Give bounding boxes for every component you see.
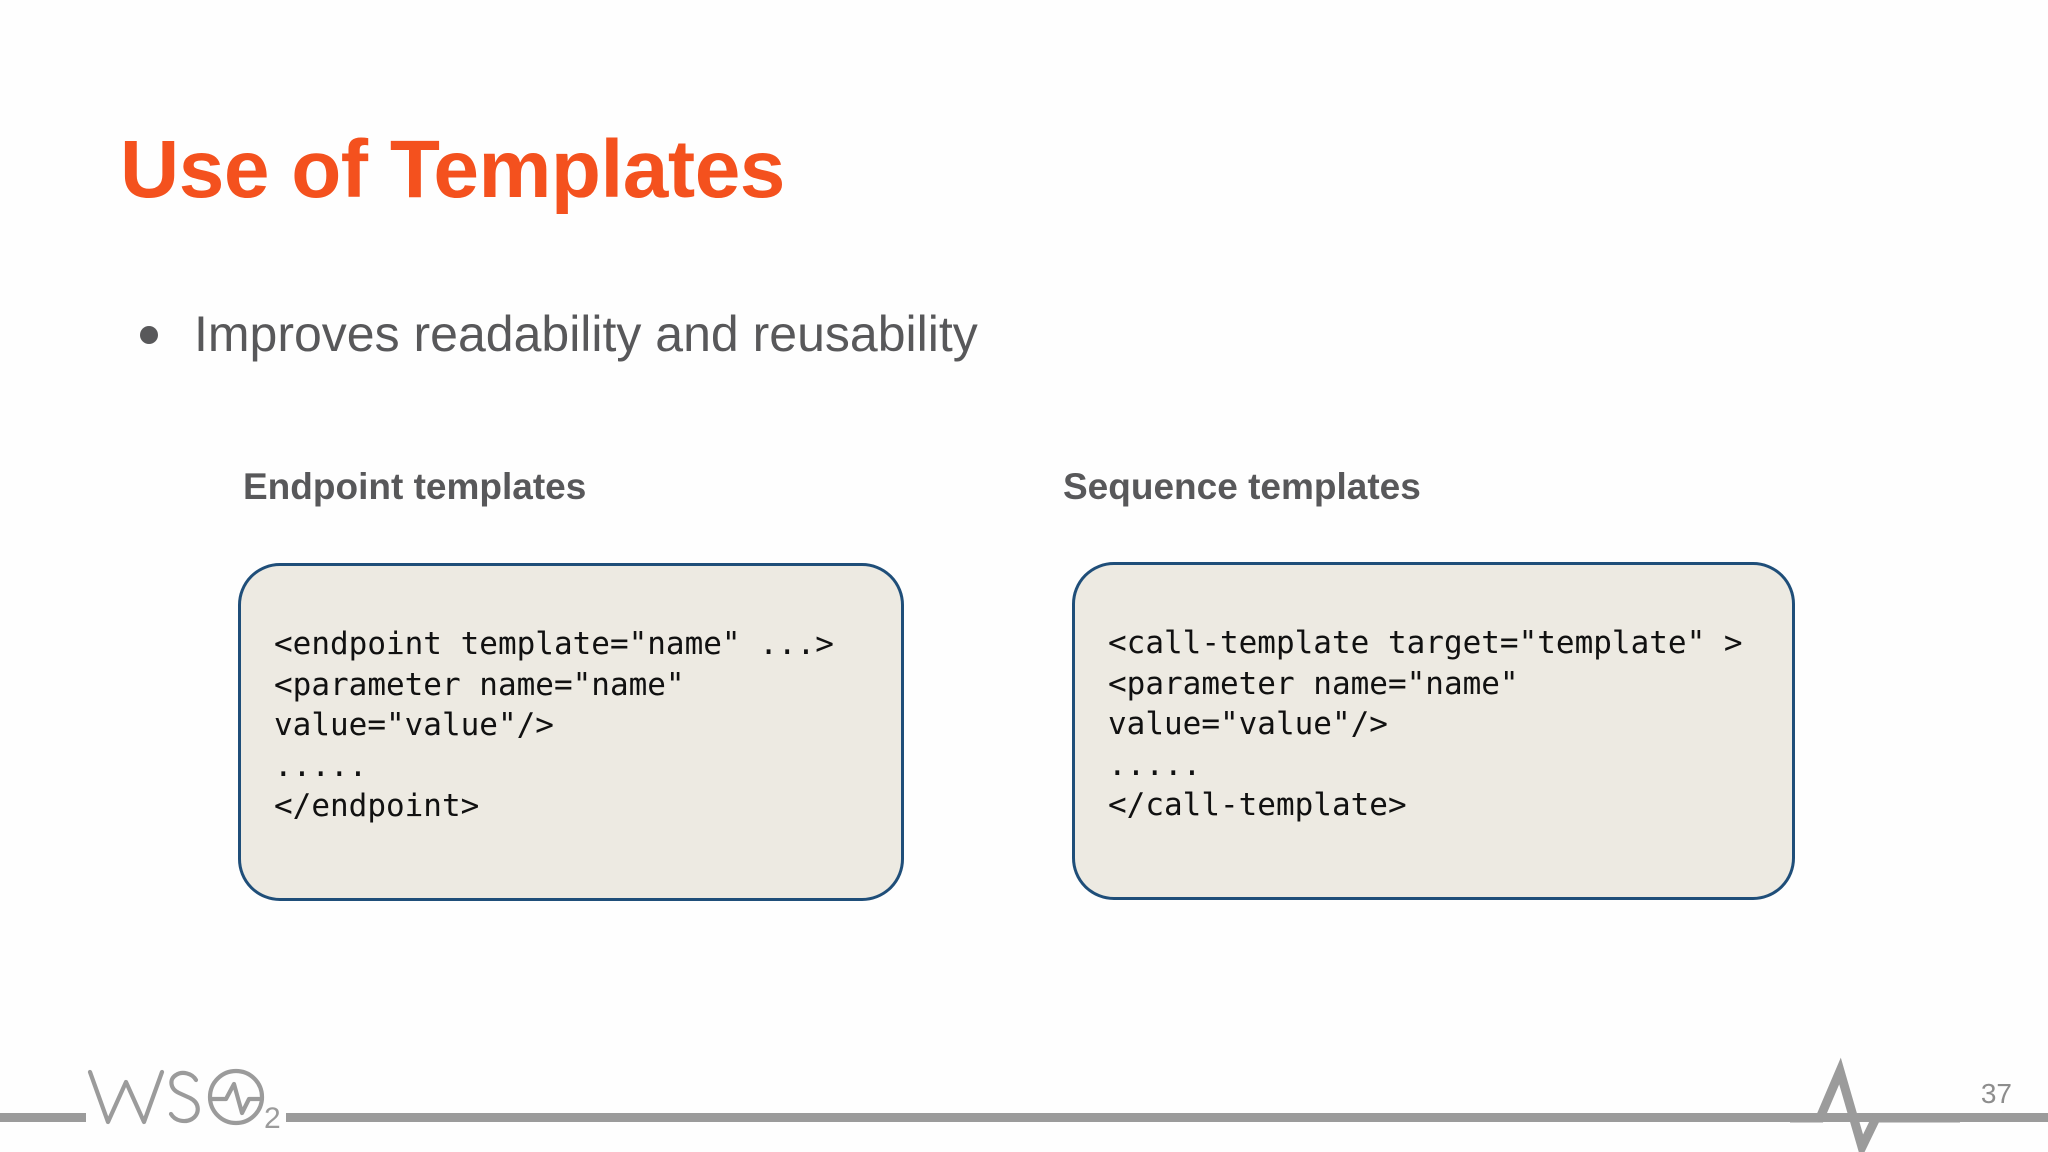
svg-text:2: 2 <box>264 1102 281 1135</box>
endpoint-template-code-box: <endpoint template="name" ...> <paramete… <box>238 563 904 901</box>
heartbeat-pulse-icon <box>1790 1057 1960 1152</box>
endpoint-template-code: <endpoint template="name" ...> <paramete… <box>274 626 834 825</box>
bullet-item-label: Improves readability and reusability <box>194 306 978 362</box>
sequence-template-code: <call-template target="template" > <para… <box>1108 625 1743 824</box>
wso2-logo: 2 <box>87 1068 281 1135</box>
page-number: 37 <box>1980 1078 2012 1109</box>
footer-divider-line <box>0 1113 2048 1122</box>
sequence-template-code-box: <call-template target="template" > <para… <box>1072 562 1795 900</box>
bullet-item: Improves readability and reusability <box>140 306 978 364</box>
page-title: Use of Templates <box>120 123 785 215</box>
endpoint-templates-heading: Endpoint templates <box>243 466 587 507</box>
bullet-dot-icon <box>140 325 158 344</box>
sequence-templates-heading: Sequence templates <box>1063 466 1421 507</box>
